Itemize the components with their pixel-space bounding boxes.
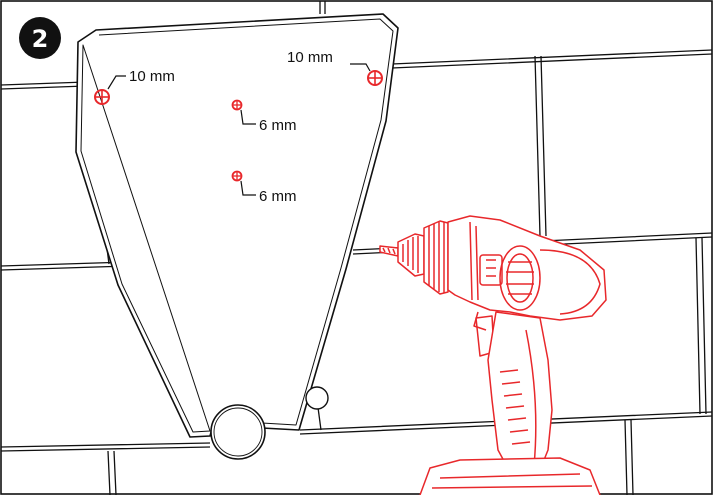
drill-handle — [487, 311, 553, 473]
step-number: 2 — [32, 25, 49, 53]
drill-icon — [379, 215, 607, 495]
small-round-fixture — [305, 386, 329, 410]
step-badge-icon: 2 — [19, 17, 61, 59]
cable-opening-inner — [213, 407, 263, 457]
template-inner-edge — [80, 18, 394, 433]
mounting-template — [75, 13, 399, 460]
hole-label-top-right: 10 mm — [287, 49, 333, 66]
cable-opening — [210, 404, 266, 460]
hole-label-lower: 6 mm — [259, 188, 297, 205]
drill-hole-top-left — [94, 89, 110, 105]
drill-body — [447, 215, 607, 321]
template-outline — [75, 13, 399, 438]
drill-hole-top-right — [367, 70, 383, 86]
hole-label-top-left: 10 mm — [129, 68, 175, 85]
hole-label-middle: 6 mm — [259, 117, 297, 134]
drill-hole-lower — [231, 170, 243, 182]
drill-hole-middle — [231, 99, 243, 111]
leader-lines — [107, 63, 371, 196]
drill-chuck — [397, 233, 425, 277]
